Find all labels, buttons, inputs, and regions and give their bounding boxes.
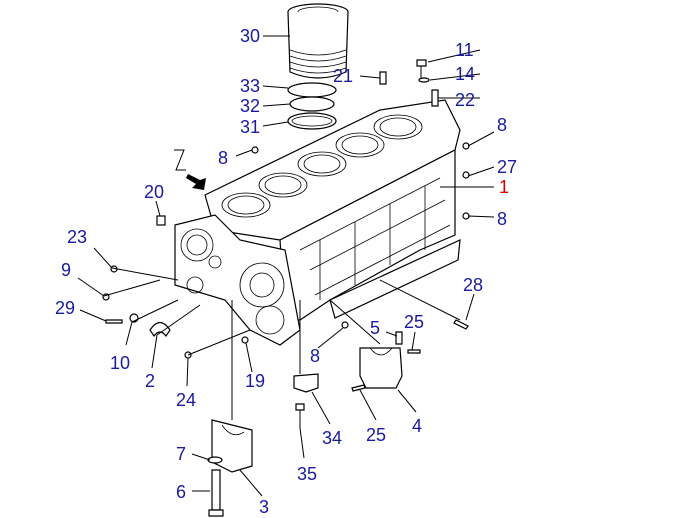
callout-24: 24 <box>176 390 196 410</box>
callout-27: 27 <box>497 157 517 177</box>
liner-seal-ring-31 <box>287 112 337 130</box>
callout-25-bottom: 25 <box>366 425 386 445</box>
callout-32: 32 <box>240 96 260 116</box>
washer-7 <box>207 456 223 464</box>
callout-labels: 30 33 32 31 21 11 14 22 8 27 1 8 8 20 23… <box>55 26 517 517</box>
plug-19 <box>241 336 249 344</box>
bolt-25-bottom <box>351 384 366 392</box>
callout-25-top: 25 <box>404 312 424 332</box>
callout-33: 33 <box>240 76 260 96</box>
callout-20: 20 <box>144 182 164 202</box>
plug-20 <box>156 215 166 226</box>
leader-lines <box>77 35 495 497</box>
callout-5: 5 <box>370 318 380 338</box>
front-view-arrow <box>174 149 206 190</box>
bracket-34 <box>293 373 319 393</box>
callout-8-center: 8 <box>310 346 320 366</box>
callout-34: 34 <box>322 428 342 448</box>
callout-8-right-top: 8 <box>497 115 507 135</box>
callout-1: 1 <box>499 177 509 197</box>
liner-seal-ring-33 <box>287 82 337 98</box>
callout-14: 14 <box>455 64 475 84</box>
callout-6: 6 <box>176 482 186 502</box>
callout-22: 22 <box>455 90 475 110</box>
callout-28: 28 <box>463 275 483 295</box>
main-bearing-cap-3 <box>211 419 253 473</box>
callout-7: 7 <box>176 444 186 464</box>
bolt-11 <box>416 59 427 78</box>
main-bearing-cap-4 <box>359 347 403 389</box>
cylinder-block <box>174 99 461 346</box>
bushing-2 <box>149 321 171 338</box>
bolt-35 <box>295 403 305 428</box>
plug-27 <box>462 171 470 179</box>
callout-29: 29 <box>55 298 75 318</box>
callout-10: 10 <box>110 353 130 373</box>
cylinder-liner <box>287 3 349 79</box>
dowel-21 <box>379 71 387 85</box>
washer-14 <box>418 77 430 83</box>
pin-29 <box>105 319 123 324</box>
callout-31: 31 <box>240 117 260 137</box>
pin-28 <box>453 319 469 330</box>
callout-11: 11 <box>455 40 474 60</box>
callout-8-right-bottom: 8 <box>497 209 507 229</box>
callout-3: 3 <box>259 497 269 517</box>
callout-9: 9 <box>61 260 71 280</box>
pin-5 <box>395 331 403 345</box>
callout-21: 21 <box>333 66 353 86</box>
callout-19: 19 <box>245 371 265 391</box>
bolt-6 <box>208 469 224 517</box>
callout-30: 30 <box>240 26 260 46</box>
pipe-22 <box>431 89 439 107</box>
callout-2: 2 <box>145 371 155 391</box>
bolt-25-top <box>407 349 421 354</box>
plug-8-top <box>251 146 259 154</box>
callout-4: 4 <box>412 416 422 436</box>
liner-seal-ring-32 <box>289 96 335 112</box>
callout-8-top: 8 <box>218 148 228 168</box>
callout-23: 23 <box>67 227 87 247</box>
callout-35: 35 <box>297 464 317 484</box>
plug-8-center <box>341 321 349 329</box>
